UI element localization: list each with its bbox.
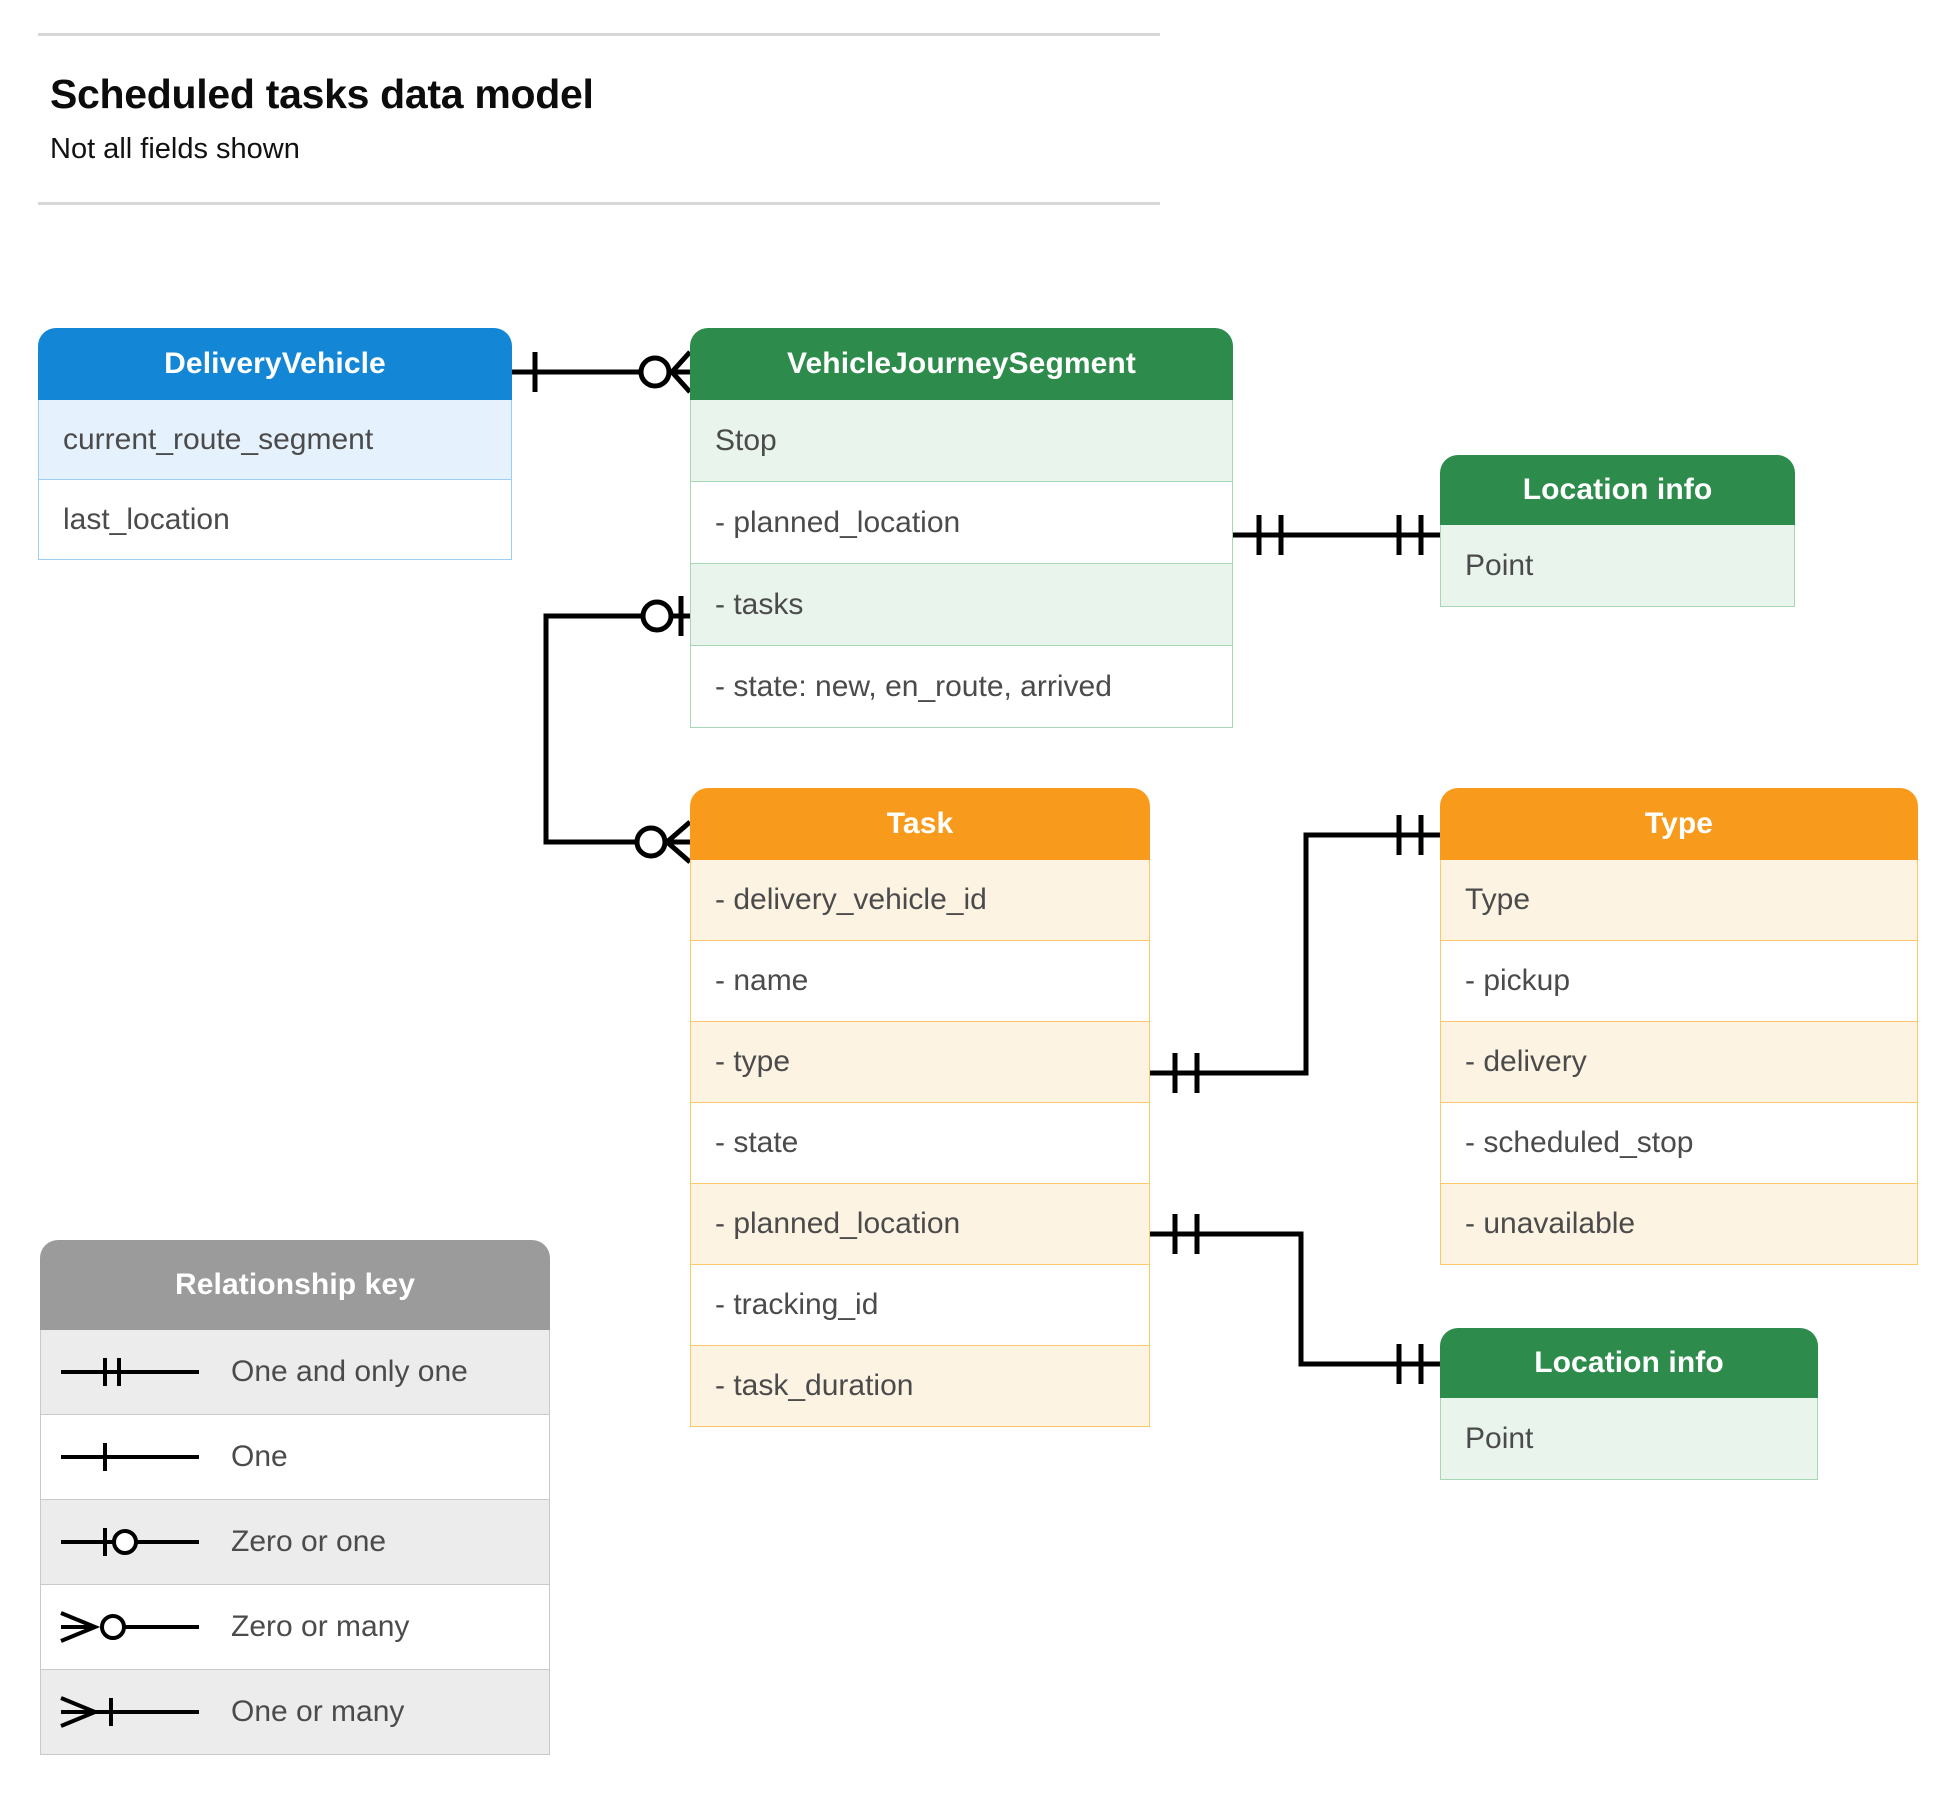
entity-title: Location info [1534,1346,1724,1379]
legend-item-label: Zero or one [231,1525,387,1558]
connector-task-type-type [1150,815,1440,1093]
entity-type-row-delivery: - delivery [1440,1022,1918,1103]
page-title: Scheduled tasks data model [50,71,594,117]
legend-item-one-and-only-one: One and only one [40,1330,550,1415]
connector-vjs-tasks-task [543,596,692,864]
entity-type-header: Type [1440,788,1918,860]
entity-task-header: Task [690,788,1150,860]
entity-type-row-pickup: - pickup [1440,941,1918,1022]
entity-title: Location info [1522,473,1713,506]
one-or-many-icon [60,1696,199,1728]
entity-task-row-state: - state [690,1103,1150,1184]
entity-location-info-bottom-row-point: Point [1440,1398,1818,1480]
entity-vjs-row-stop: Stop [690,400,1233,482]
row-label: current_route_segment [63,422,374,456]
row-label: - pickup [1465,964,1571,997]
zero-or-one-icon [61,1528,199,1556]
entity-vjs-row-tasks: - tasks [690,564,1233,646]
row-label: Point [1465,1421,1534,1455]
legend-item-one-or-many: One or many [40,1670,550,1755]
legend-item-label: Zero or many [231,1610,410,1643]
legend-item-one: One [40,1415,550,1500]
one-and-only-one-icon [61,1358,199,1386]
entity-deliveryvehicle-header: DeliveryVehicle [38,328,512,400]
entity-location-info-bottom[interactable]: Location info Point [1440,1328,1818,1480]
legend-item-label: One [231,1440,288,1473]
entity-type[interactable]: Type Type - pickup - delivery - schedule… [1440,788,1918,1265]
connector-task-planned-location-locationinfo [1150,1214,1440,1384]
entity-task-row-task-duration: - task_duration [690,1346,1150,1427]
row-label: - state [715,1126,799,1159]
row-label: Stop [715,423,777,457]
entity-vjs-row-state: - state: new, en_route, arrived [690,646,1233,728]
row-label: - planned_location [715,505,961,539]
legend-item-zero-or-many: Zero or many [40,1585,550,1670]
row-label: - task_duration [715,1369,914,1402]
entity-title: VehicleJourneySegment [787,347,1136,380]
row-label: - planned_location [715,1207,961,1240]
entity-location-info-bottom-header: Location info [1440,1328,1818,1398]
entity-task-row-tracking-id: - tracking_id [690,1265,1150,1346]
legend-item-label: One or many [231,1695,405,1728]
entity-task-row-planned-location: - planned_location [690,1184,1150,1265]
row-label: Type [1465,883,1531,916]
entity-type-row-scheduled-stop: - scheduled_stop [1440,1103,1918,1184]
header-rule-bottom [38,202,1160,205]
entity-location-info-top-header: Location info [1440,455,1795,525]
row-label: - tasks [715,587,804,621]
entity-title: Task [886,807,954,840]
entity-task[interactable]: Task - delivery_vehicle_id - name - type… [690,788,1150,1427]
connector-vjs-planned-location-locationinfo [1233,515,1440,555]
row-label: - unavailable [1465,1207,1636,1240]
entity-title: DeliveryVehicle [164,347,386,380]
entity-task-row-type: - type [690,1022,1150,1103]
row-label: - tracking_id [715,1288,879,1321]
legend-header: Relationship key [40,1240,550,1330]
row-label: - state: new, en_route, arrived [715,669,1112,703]
legend-title: Relationship key [174,1268,415,1301]
entity-task-row-name: - name [690,941,1150,1022]
header-rule-top [38,33,1160,36]
row-label: last_location [63,502,230,536]
row-label: - delivery [1465,1045,1587,1078]
entity-vehiclejourneysegment[interactable]: VehicleJourneySegment Stop - planned_loc… [690,328,1233,728]
legend-relationship-key[interactable]: Relationship key One and only one One Ze… [40,1240,550,1755]
entity-location-info-top-row-point: Point [1440,525,1795,607]
row-label: - scheduled_stop [1465,1126,1694,1159]
entity-type-row-type: Type [1440,860,1918,941]
row-label: Point [1465,548,1534,582]
entity-location-info-top[interactable]: Location info Point [1440,455,1795,607]
one-icon [61,1443,199,1471]
legend-item-zero-or-one: Zero or one [40,1500,550,1585]
legend-item-label: One and only one [231,1355,468,1388]
entity-deliveryvehicle[interactable]: DeliveryVehicle current_route_segment la… [38,328,512,560]
entity-task-row-delivery-vehicle-id: - delivery_vehicle_id [690,860,1150,941]
entity-title: Type [1644,807,1714,840]
row-label: - name [715,964,809,997]
zero-or-many-icon [60,1611,199,1643]
page-subtitle: Not all fields shown [50,133,300,165]
entity-deliveryvehicle-row-current-route-segment: current_route_segment [38,400,512,480]
entity-deliveryvehicle-row-last-location: last_location [38,480,512,560]
connector-deliveryvehicle-vehiclejourneysegment [512,350,692,394]
entity-vehiclejourneysegment-header: VehicleJourneySegment [690,328,1233,400]
row-label: - type [715,1045,791,1078]
entity-vjs-row-planned-location: - planned_location [690,482,1233,564]
row-label: - delivery_vehicle_id [715,883,987,916]
entity-type-row-unavailable: - unavailable [1440,1184,1918,1265]
